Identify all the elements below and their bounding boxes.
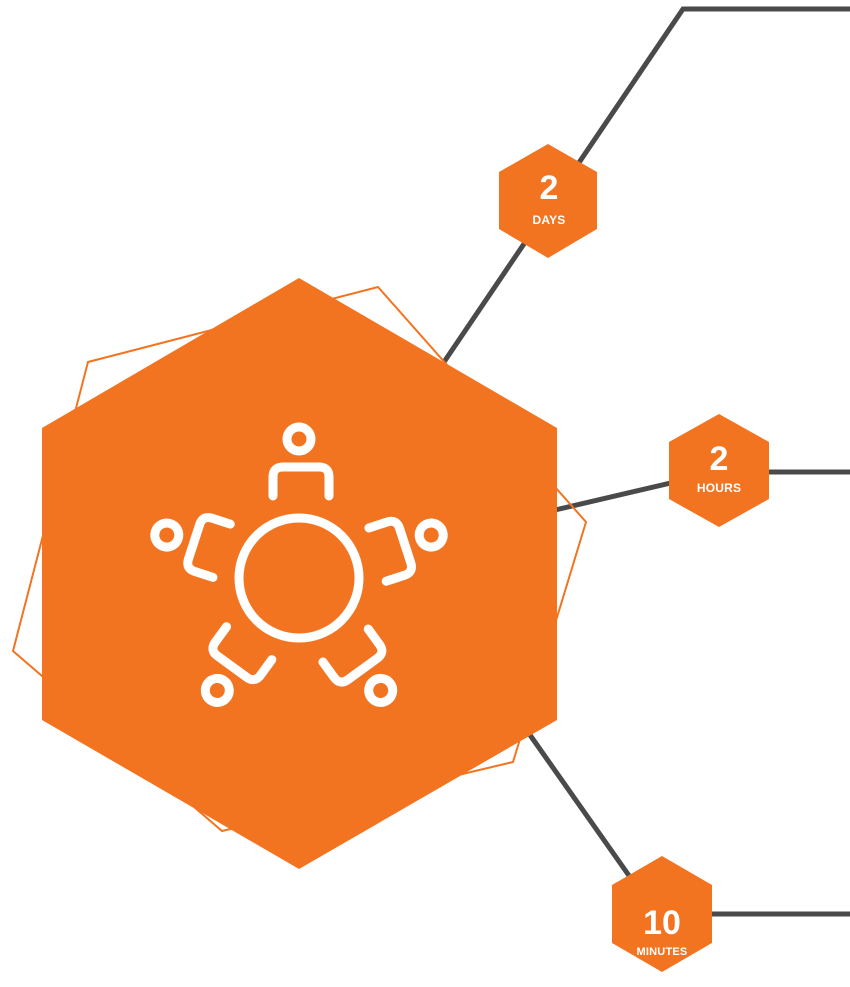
badge-minutes-hexagon [612, 856, 712, 972]
badge-minutes: 10 MINUTES [612, 856, 712, 972]
badge-days-unit: DAYS [532, 213, 565, 227]
badge-hours-unit: HOURS [697, 481, 741, 495]
badge-days: 2 DAYS [499, 144, 597, 258]
person-top [268, 422, 334, 501]
badge-hours: 2 HOURS [669, 414, 769, 527]
person-bottom-right [318, 624, 398, 707]
person-right [364, 516, 448, 586]
connector-days [441, 6, 850, 364]
badge-days-hexagon [499, 144, 597, 258]
person-bottom-left [200, 622, 277, 707]
badge-hours-value: 2 [710, 440, 729, 478]
badge-days-value: 2 [540, 169, 559, 207]
person-left [150, 513, 235, 582]
badge-minutes-value: 10 [643, 904, 681, 942]
hub-hexagon [42, 278, 557, 869]
badge-minutes-unit: MINUTES [637, 946, 688, 958]
meeting-table-people-icon [150, 422, 448, 707]
badge-hours-hexagon [669, 414, 769, 527]
hub-outline-hexagon [11, 285, 588, 833]
